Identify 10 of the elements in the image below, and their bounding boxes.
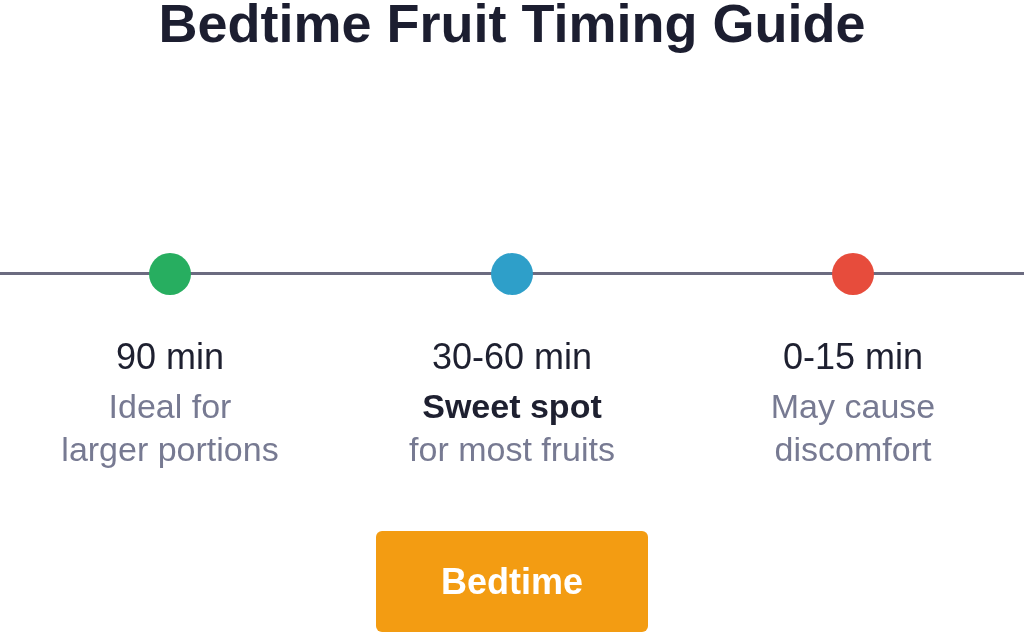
description-text: Ideal for larger portions (60, 386, 280, 470)
bedtime-box: Bedtime (376, 531, 648, 632)
description-text: May cause discomfort (770, 386, 936, 470)
duration-label: 0-15 min (782, 335, 924, 378)
timeline-dot-icon (149, 253, 191, 295)
timeline-dot-icon (491, 253, 533, 295)
description-text: Sweet spot for most fruits (408, 386, 616, 470)
duration-label: 30-60 min (431, 335, 593, 378)
duration-label: 90 min (115, 335, 225, 378)
timeline-dot-icon (832, 253, 874, 295)
